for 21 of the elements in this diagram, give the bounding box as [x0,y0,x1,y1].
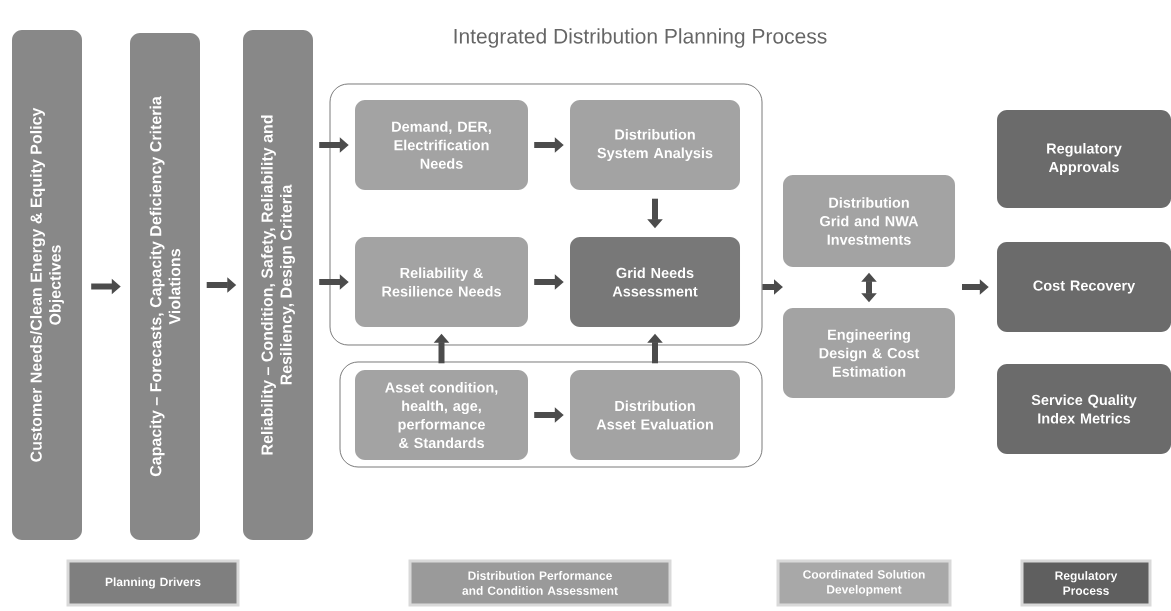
process-box: Distribution System Analysis [570,100,740,190]
stage-label: Regulatory Process [1020,559,1152,607]
process-box: Service Quality Index Metrics [997,364,1171,454]
process-box: Distribution Grid and NWA Investments [783,175,955,267]
process-box: Demand, DER, Electrification Needs [355,100,528,190]
driver-column: Customer Needs/Clean Energy & Equity Policy Objectives [12,30,82,540]
process-box: Asset condition, health, age, performance & Standards [355,370,528,460]
grouping-frame [339,361,763,468]
process-box: Distribution Asset Evaluation [570,370,740,460]
stage-label: Planning Drivers [66,559,240,607]
grouping-frame [329,83,763,346]
process-box: Engineering Design & Cost Estimation [783,308,955,398]
stage-label: Distribution Performance and Condition Assessment [408,559,672,607]
process-box: Cost Recovery [997,242,1171,332]
process-box: Regulatory Approvals [997,110,1171,208]
driver-column: Capacity – Forecasts, Capacity Deficiency Criteria Violations [130,33,200,540]
title: Integrated Distribution Planning Process [454,28,827,48]
process-box: Grid Needs Assessment [570,237,740,327]
driver-column: Reliability – Condition, Safety, Reliability and Resiliency, Design Criteria [243,30,313,540]
stage-label: Coordinated Solution Development [776,559,952,607]
process-box: Reliability & Resilience Needs [355,237,528,327]
